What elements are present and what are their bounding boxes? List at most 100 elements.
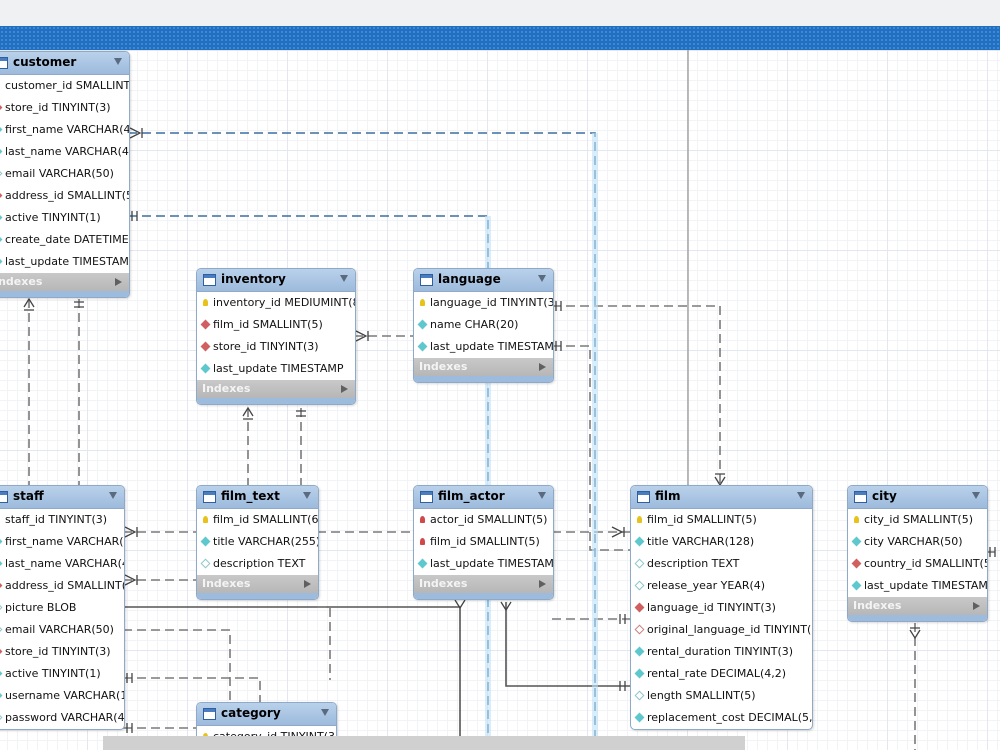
rel-filmactor-film-solid[interactable] (505, 602, 630, 687)
table-header[interactable]: inventory (197, 269, 355, 292)
indexes-section[interactable]: Indexes (197, 575, 318, 593)
indexes-section[interactable]: Indexes (414, 575, 553, 593)
column-row[interactable]: original_language_id TINYINT(3) (631, 619, 812, 641)
column-row[interactable]: staff_id TINYINT(3) (0, 509, 124, 531)
table-header[interactable]: film_actor (414, 486, 553, 509)
collapse-arrow-icon[interactable] (972, 492, 980, 499)
table-header[interactable]: staff (0, 486, 124, 509)
column-row[interactable]: rental_rate DECIMAL(4,2) (631, 663, 812, 685)
crowfoot-city (909, 627, 921, 640)
column-row[interactable]: customer_id SMALLINT(5) (0, 75, 129, 97)
column-row[interactable]: country_id SMALLINT(5) (848, 553, 987, 575)
column-row[interactable]: description TEXT (197, 553, 318, 575)
column-row[interactable]: first_name VARCHAR(45) (0, 119, 129, 141)
collapse-arrow-icon[interactable] (340, 275, 348, 282)
column-row[interactable]: store_id TINYINT(3) (197, 336, 355, 358)
table-header[interactable]: film_text (197, 486, 318, 509)
column-row[interactable]: description TEXT (631, 553, 812, 575)
collapse-arrow-icon[interactable] (538, 492, 546, 499)
table-header[interactable]: language (414, 269, 553, 292)
expand-arrow-icon[interactable] (304, 580, 311, 588)
column-row[interactable]: language_id TINYINT(3) (631, 597, 812, 619)
rel-language-film-orig[interactable] (552, 345, 630, 551)
column-row[interactable]: length SMALLINT(5) (631, 685, 812, 707)
column-row[interactable]: release_year YEAR(4) (631, 575, 812, 597)
column-row[interactable]: email VARCHAR(50) (0, 619, 124, 641)
column-row[interactable]: last_update TIMESTAMP (0, 251, 129, 273)
column-row[interactable]: store_id TINYINT(3) (0, 641, 124, 663)
column-row[interactable]: last_name VARCHAR(45) (0, 141, 129, 163)
column-row[interactable]: film_id SMALLINT(5) (631, 509, 812, 531)
collapse-arrow-icon[interactable] (114, 58, 122, 65)
collapse-arrow-icon[interactable] (303, 492, 311, 499)
table-header[interactable]: city (848, 486, 987, 509)
column-row[interactable]: film_id SMALLINT(5) (197, 314, 355, 336)
column-row[interactable]: password VARCHAR(40) (0, 707, 124, 729)
column-row[interactable]: store_id TINYINT(3) (0, 97, 129, 119)
column-icon (200, 536, 211, 547)
horizontal-scrollbar[interactable] (103, 736, 745, 750)
column-row[interactable]: last_update TIMESTAMP (197, 358, 355, 380)
expand-arrow-icon[interactable] (973, 602, 980, 610)
column-row[interactable]: city VARCHAR(50) (848, 531, 987, 553)
rel-filmtext-category[interactable] (317, 606, 331, 680)
column-label: first_name VARCHAR(45) (5, 535, 124, 548)
collapse-arrow-icon[interactable] (797, 492, 805, 499)
column-row[interactable]: city_id SMALLINT(5) (848, 509, 987, 531)
column-row[interactable]: last_update TIMESTAMP (414, 553, 553, 575)
indexes-section[interactable]: Indexes (197, 380, 355, 398)
collapse-arrow-icon[interactable] (109, 492, 117, 499)
column-row[interactable]: address_id SMALLINT(5) (0, 575, 124, 597)
expand-arrow-icon[interactable] (539, 580, 546, 588)
column-row[interactable]: last_update TIMESTAMP (848, 575, 987, 597)
column-row[interactable]: active TINYINT(1) (0, 207, 129, 229)
rel-language-film[interactable] (552, 305, 721, 485)
column-row[interactable]: actor_id SMALLINT(5) (414, 509, 553, 531)
column-row[interactable]: title VARCHAR(128) (631, 531, 812, 553)
column-row[interactable]: create_date DATETIME (0, 229, 129, 251)
column-row[interactable]: active TINYINT(1) (0, 663, 124, 685)
expand-arrow-icon[interactable] (341, 385, 348, 393)
indexes-section[interactable]: Indexes (848, 597, 987, 615)
table-language[interactable]: language language_id TINYINT(3) name CHAR(… (413, 268, 554, 383)
foreign-key-icon (0, 646, 3, 657)
column-row[interactable]: username VARCHAR(16) (0, 685, 124, 707)
column-row[interactable]: name CHAR(20) (414, 314, 553, 336)
column-row[interactable]: first_name VARCHAR(45) (0, 531, 124, 553)
indexes-section[interactable]: Indexes (0, 273, 129, 291)
collapse-arrow-icon[interactable] (321, 709, 329, 716)
collapse-arrow-icon[interactable] (538, 275, 546, 282)
table-header[interactable]: film (631, 486, 812, 509)
column-icon (0, 124, 3, 135)
column-icon (0, 558, 3, 569)
nullable-column-icon (0, 624, 3, 635)
column-row[interactable]: email VARCHAR(50) (0, 163, 129, 185)
column-row[interactable]: picture BLOB (0, 597, 124, 619)
expand-arrow-icon[interactable] (539, 363, 546, 371)
column-row[interactable]: last_name VARCHAR(45) (0, 553, 124, 575)
indexes-section[interactable]: Indexes (414, 358, 553, 376)
table-header[interactable]: category (197, 703, 336, 726)
column-row[interactable]: last_update TIMESTAMP (414, 336, 553, 358)
column-row[interactable]: replacement_cost DECIMAL(5,2) (631, 707, 812, 729)
column-label: language_id TINYINT(3) (430, 296, 554, 309)
rel-customer-store-long[interactable] (128, 132, 596, 750)
column-row[interactable]: film_id SMALLINT(5) (414, 531, 553, 553)
column-row[interactable]: rental_duration TINYINT(3) (631, 641, 812, 663)
column-row[interactable]: language_id TINYINT(3) (414, 292, 553, 314)
table-icon (0, 57, 8, 69)
column-row[interactable]: title VARCHAR(255) (197, 531, 318, 553)
column-row[interactable]: inventory_id MEDIUMINT(8) (197, 292, 355, 314)
table-header[interactable]: customer (0, 52, 129, 75)
expand-arrow-icon[interactable] (115, 278, 122, 286)
column-row[interactable]: film_id SMALLINT(6) (197, 509, 318, 531)
column-row[interactable]: address_id SMALLINT(5) (0, 185, 129, 207)
